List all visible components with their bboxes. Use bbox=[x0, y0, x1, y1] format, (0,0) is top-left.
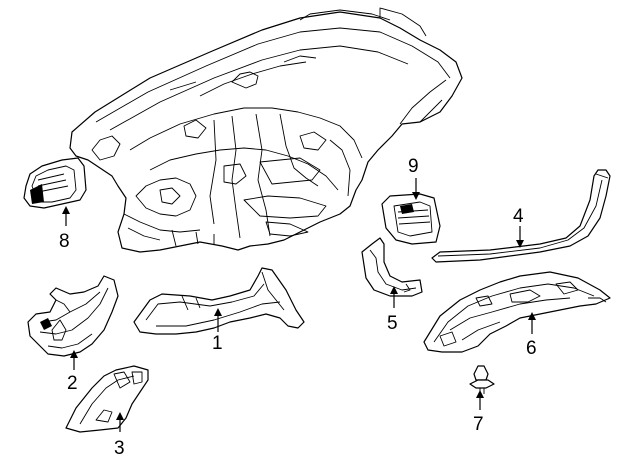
push-pin-retainer-part-7 bbox=[469, 365, 495, 394]
callout-8: 8 bbox=[59, 231, 70, 252]
arrowhead-5 bbox=[390, 286, 398, 294]
center-air-vent-part-9 bbox=[381, 193, 441, 245]
trim-bracket-part-5 bbox=[361, 237, 423, 297]
arrowhead-1 bbox=[214, 308, 222, 316]
callout-7: 7 bbox=[473, 414, 484, 435]
callout-6: 6 bbox=[526, 338, 537, 359]
arrowhead-7 bbox=[476, 390, 484, 398]
callout-9: 9 bbox=[408, 156, 419, 177]
instrument-panel bbox=[69, 7, 463, 253]
trim-strip-part-4 bbox=[431, 169, 611, 263]
arrowhead-9 bbox=[412, 192, 420, 200]
arrowhead-3 bbox=[116, 412, 124, 420]
callout-5: 5 bbox=[387, 313, 398, 334]
arrowhead-4 bbox=[516, 240, 524, 248]
callout-1: 1 bbox=[212, 333, 223, 354]
side-trim-panel-part-3 bbox=[65, 365, 149, 433]
arrowhead-6 bbox=[528, 312, 536, 320]
lower-trim-panel-part-1 bbox=[133, 267, 305, 335]
arrowhead-8 bbox=[62, 206, 70, 214]
side-air-vent-part-8 bbox=[23, 157, 87, 209]
lower-insulator-part-6 bbox=[423, 271, 611, 353]
leader-lines bbox=[62, 178, 536, 432]
callout-2: 2 bbox=[67, 373, 78, 394]
callout-labels: 1 2 3 4 5 6 7 8 9 bbox=[59, 156, 537, 459]
callout-4: 4 bbox=[513, 206, 524, 227]
arrowhead-2 bbox=[70, 350, 78, 358]
steering-column-cover-part-2 bbox=[27, 275, 119, 357]
callout-3: 3 bbox=[114, 438, 125, 459]
